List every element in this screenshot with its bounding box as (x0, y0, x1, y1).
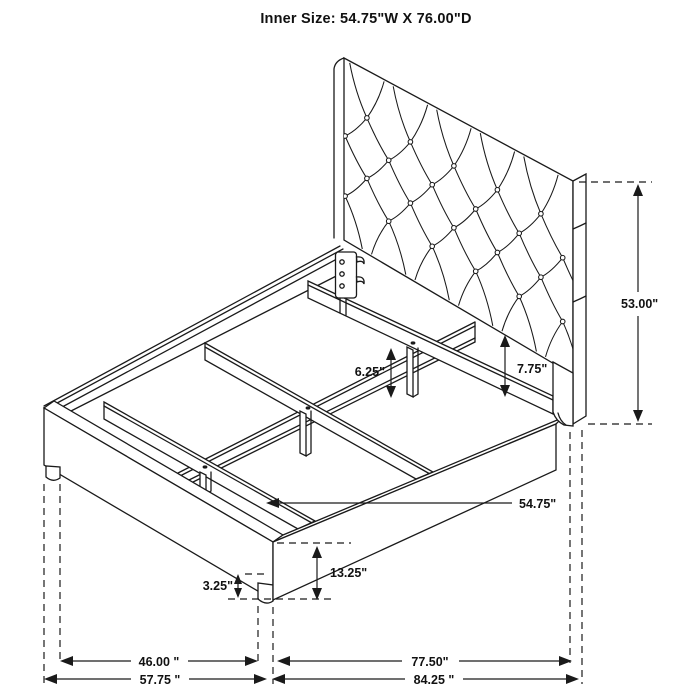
headboard (333, 56, 587, 426)
tuft-button (559, 254, 566, 261)
screw-hole (305, 406, 311, 410)
tuft-button (472, 206, 479, 212)
dim-label-front-width-outer: 57.75 " (140, 673, 181, 687)
tuft-button (429, 181, 436, 188)
dim-label-headboard-height: 53.00" (621, 297, 658, 311)
corner-leg-left (45, 465, 61, 481)
dimension-54-75: 54.75" (266, 497, 556, 511)
dimension-46: 46.00 " (60, 655, 258, 669)
dimension-6-25: 6.25" (355, 348, 396, 398)
headboard-side-seam (572, 222, 587, 230)
dimension-53: 53.00" (579, 181, 658, 425)
tuft-button (451, 224, 457, 231)
tuft-button (472, 268, 479, 275)
slat-leg (406, 345, 414, 399)
slat-leg (299, 409, 307, 458)
dim-label-center-leg: 6.25" (355, 365, 385, 379)
tufting-pattern (344, 62, 573, 375)
tuft-button (494, 186, 501, 193)
dim-label-front-width-inner: 46.00 " (139, 655, 180, 669)
tuft-button (538, 274, 544, 281)
tuft-button (407, 200, 414, 206)
tuft-button (344, 133, 348, 139)
tuft-button (516, 293, 523, 300)
page-title: Inner Size: 54.75"W X 76.00"D (260, 11, 472, 27)
tuft-button (538, 210, 544, 217)
hook (355, 256, 365, 265)
headboard-side-seam (572, 295, 587, 303)
tuft-button (451, 163, 457, 169)
dimension-7-75: 7.75" (500, 335, 547, 397)
dim-label-rail-depth: 7.75" (517, 362, 547, 376)
headboard-left-edge (333, 57, 345, 239)
tuft-button (344, 193, 348, 199)
tuft-button (385, 157, 392, 164)
dimension-57-75: 57.75 " (44, 673, 267, 687)
headboard-right-leg (552, 360, 574, 427)
dimension-77-50: 77.50" (277, 655, 572, 669)
dim-label-side-length-inner: 77.50" (411, 655, 448, 669)
dim-label-side-length-outer: 84.25 " (414, 673, 455, 687)
tuft-button (364, 115, 370, 121)
extension-lines (43, 430, 583, 684)
tuft-button (385, 218, 392, 225)
tuft-button (364, 175, 370, 182)
tuft-button (494, 249, 501, 256)
screw-hole (202, 465, 208, 469)
dimension-84-25: 84.25 " (272, 673, 579, 687)
dim-label-inner-width: 54.75" (519, 497, 556, 511)
dimension-13-25: 13.25" (277, 542, 367, 600)
tuft-button (516, 230, 523, 237)
head-slat (307, 279, 554, 416)
corner-foot-front (257, 582, 274, 604)
tuft-button (407, 139, 414, 145)
dim-label-foot-height: 3.25" (203, 579, 233, 593)
dim-label-side-rail: 13.25" (330, 566, 367, 580)
rail-hook-bracket (334, 251, 365, 316)
foot-rail (42, 400, 285, 604)
screw-hole (410, 341, 416, 345)
dimension-3-25: 3.25" (203, 573, 332, 600)
tuft-button (559, 318, 566, 325)
tuft-button (429, 243, 436, 250)
hook (355, 276, 365, 285)
far-side-rail (43, 245, 353, 414)
